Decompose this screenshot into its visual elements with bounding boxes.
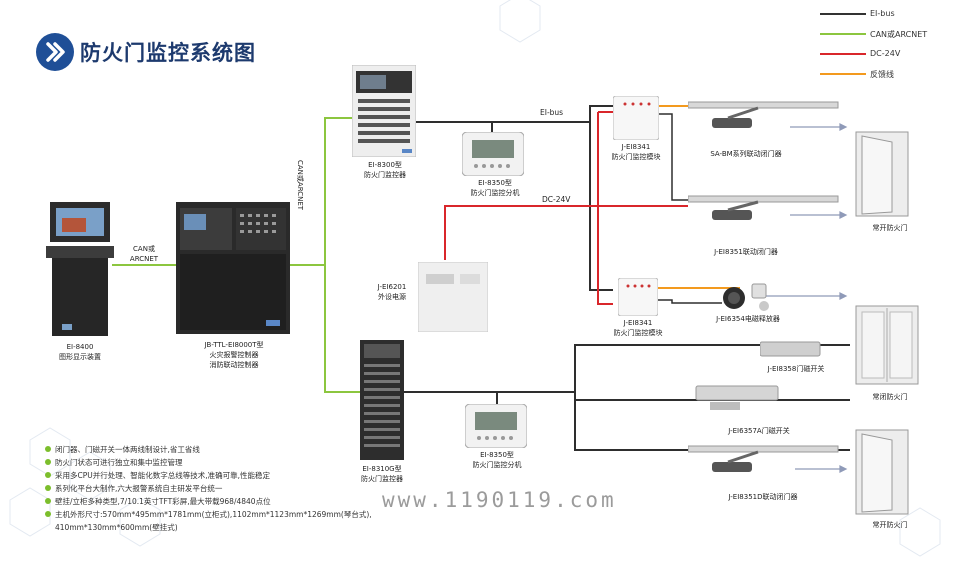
bullet-icon [45,446,51,452]
ei6354-magnetic-release [723,283,769,311]
ei8350-bottom-sub-monitor [465,404,527,448]
ei6201-power-supply [418,262,488,332]
feedback-lines [658,105,740,289]
ei8341-top-module [613,96,659,140]
can-label-left: CAN或 ARCNET [129,245,159,263]
can-label-vertical: CAN或ARCNET [296,160,304,211]
ei8350-bottom-label: EI-8350型 防火门监控分机 [472,451,522,469]
feature-item: 闭门器、门磁开关一体两线制设计,省工省线 [45,444,200,455]
ei8300-door-monitor [352,65,416,157]
eibus-label: EI-bus [540,108,564,117]
ei8351-door-closer [688,195,839,220]
sabm-label: SA-BM系列联动闭门器 [710,150,782,158]
ei8351d-door-closer [688,445,839,472]
ei8310g-door-monitor [360,340,404,460]
bullet-icon [45,498,51,504]
legend-label-can: CAN或ARCNET [870,30,928,39]
ei8358-label: J-EI8358门磁开关 [767,365,825,373]
door-2-normally-closed [855,305,919,385]
legend-swatches [820,13,866,75]
ei6357a-label: J-EI6357A门磁开关 [728,427,790,435]
feature-item: 防火门状态可进行独立和集中监控管理 [45,457,183,468]
door-1-label: 常开防火门 [872,224,908,232]
door-3-label: 常开防火门 [872,521,908,529]
door-3-normally-open [855,429,909,515]
door-2-label: 常闭防火门 [872,393,908,401]
jbttl-fire-alarm-controller [176,202,290,334]
sabm-door-closer [688,101,839,128]
page-title: 防火门监控系统图 [80,41,256,65]
dc24v-label: DC-24V [542,195,571,204]
feature-item: 主机外形尺寸:570mm*495mm*1781mm(立柜式),1102mm*11… [45,509,372,520]
feature-item: 系列化平台大制作,六大报警系统自主研发平台统一 [45,483,222,494]
legend-label-eibus: EI-bus [870,9,895,18]
bullet-icon [45,459,51,465]
bullet-icon [45,485,51,491]
feature-item: 采用多CPU并行处理、智能化数字总线等技术,准确可靠,性能稳定 [45,470,270,481]
ei8400-graphic-display-device [46,202,114,336]
arrows [760,123,848,473]
feature-item: 壁挂/立柜多种类型,7/10.1英寸TFT彩屏,最大带载968/4840点位 [45,496,271,507]
ei8341-mid-module [618,278,658,316]
jbttl-label: JB-TTL-EI8000T型 火灾报警控制器 消防联动控制器 [204,341,264,369]
legend-label-dc: DC-24V [870,49,901,58]
feature-item-continued: 410mm*130mm*600mm(壁挂式) [55,523,178,532]
legend-label-feedback: 反馈线 [870,70,894,79]
ei8300-label: EI-8300型 防火门监控器 [364,161,406,179]
bullet-icon [45,472,51,478]
ei8310g-label: EI-8310G型 防火门监控器 [361,465,403,483]
watermark: www.1190119.com [382,488,617,512]
dc24v-lines [444,111,688,305]
ei8350-top-sub-monitor [462,132,524,176]
ei8358-door-magnet-switch [760,341,821,357]
ei-bus-lines [404,105,850,451]
can-bus-lines [112,117,360,393]
ei6201-label: J-EI6201 外设电源 [377,283,407,301]
ei8351d-label: J-EI8351D联动闭门器 [728,493,798,501]
title-badge-icon [36,33,74,71]
bullet-icon [45,511,51,517]
ei8400-label: EI-8400 图形显示装置 [59,343,101,361]
ei6354-label: J-EI6354电磁释放器 [716,315,780,323]
ei8350-top-label: EI-8350型 防火门监控分机 [470,179,520,197]
door-1-normally-open [855,131,909,217]
ei8341-top-label: J-EI8341 防火门监控模块 [611,143,661,161]
ei8341-mid-label: J-EI8341 防火门监控模块 [613,319,663,337]
ei8351-label: J-EI8351联动闭门器 [714,248,778,256]
ei6357a-door-magnet-switch [695,385,779,410]
